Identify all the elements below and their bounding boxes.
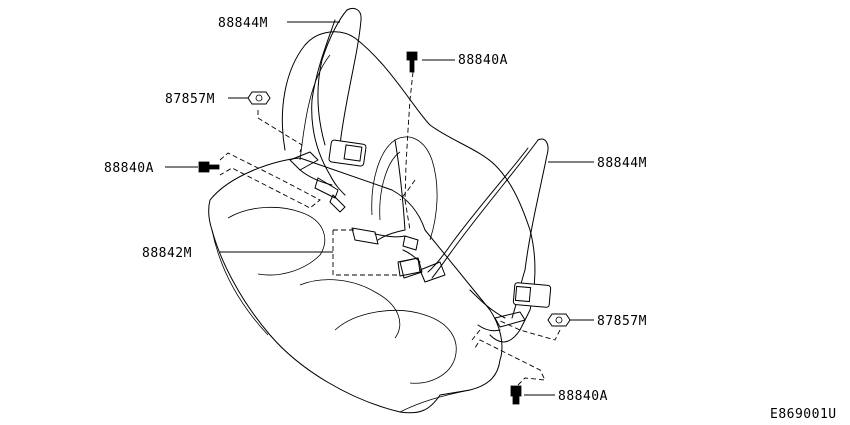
diagram-code: E869001U — [770, 407, 837, 422]
label-buckle: 88842M — [142, 246, 192, 261]
leader-lines — [165, 21, 594, 396]
buckle-assembly — [351, 139, 421, 277]
label-bolt-top: 88840A — [458, 53, 508, 68]
seat-cushion — [208, 157, 503, 414]
seat-belt-right — [399, 138, 552, 332]
label-belt-upper-left: 88844M — [218, 16, 268, 31]
nut-right-icon — [547, 313, 571, 327]
label-bolt-left: 88840A — [104, 161, 154, 176]
bolt-bottom-icon — [510, 385, 522, 405]
dashed-reference-lines — [219, 71, 561, 386]
seat-belt-upper-left — [289, 7, 367, 213]
bolt-top-icon — [406, 51, 418, 73]
label-belt-right: 88844M — [597, 156, 647, 171]
label-nut-upper-left: 87857M — [165, 92, 215, 107]
label-nut-right: 87857M — [597, 314, 647, 329]
label-bolt-bottom: 88840A — [558, 389, 608, 404]
nut-upper-left-icon — [247, 91, 271, 105]
bolt-left-icon — [198, 161, 220, 173]
